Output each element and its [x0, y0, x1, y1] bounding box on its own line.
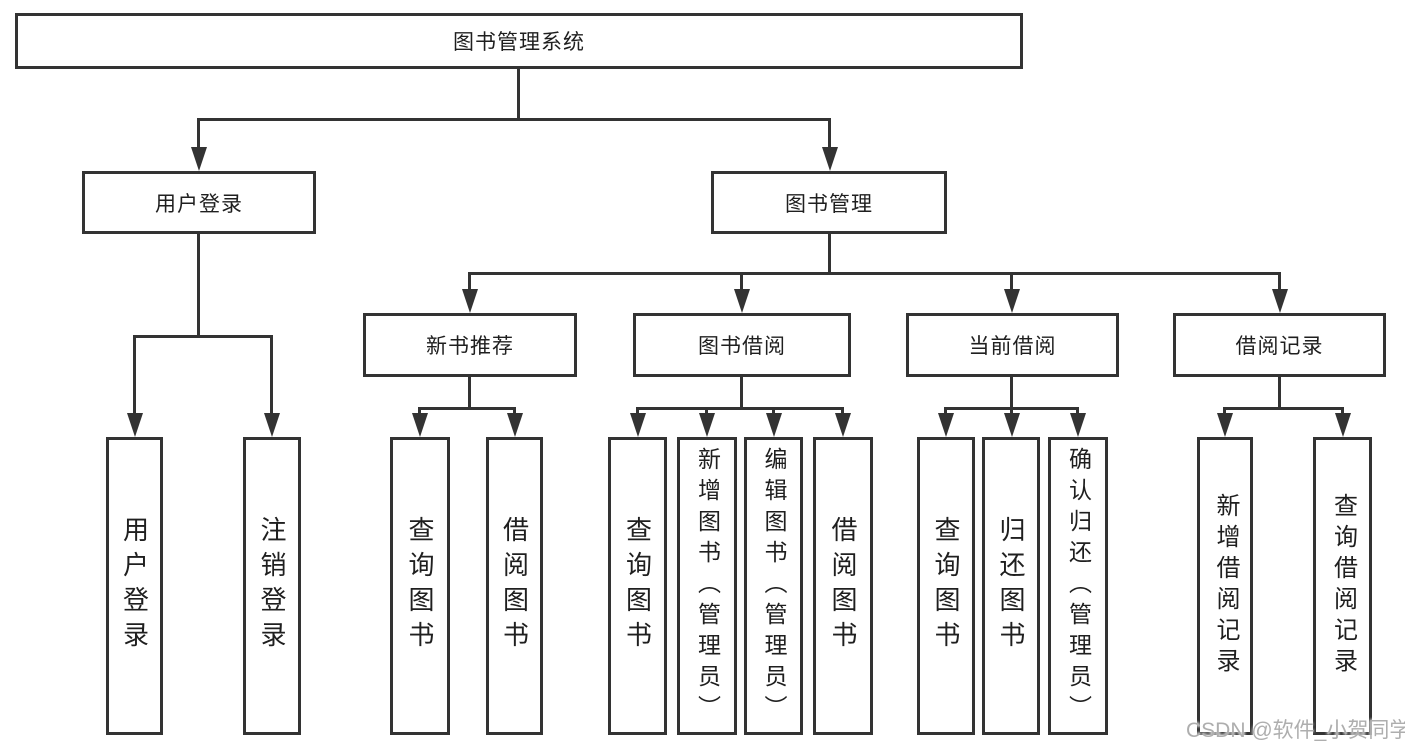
arrow-borrow-record-child-2 — [1341, 407, 1344, 413]
node-new-book: 新书推荐 — [363, 313, 577, 377]
arrow-to-book-mgmt — [828, 118, 831, 147]
arrow-current-borrow-child-3 — [1076, 407, 1079, 413]
leaf-query-book-borrow-label: 查询图书 — [622, 516, 653, 656]
leaf-borrow-book-newbook: 借阅图书 — [486, 437, 543, 735]
connector-borrow-record-stem — [1278, 377, 1281, 409]
connector-root-stem — [517, 68, 520, 120]
leaf-query-book-newbook: 查询图书 — [390, 437, 450, 735]
leaf-edit-book-admin-label: 编辑图书（管理员） — [761, 446, 787, 726]
leaf-borrow-book-newbook-label: 借阅图书 — [499, 516, 530, 656]
node-root-label: 图书管理系统 — [453, 31, 585, 54]
arrow-book-borrow-child-1 — [636, 407, 639, 413]
connector-book-borrow-stem — [740, 377, 743, 409]
node-book-borrow-label: 图书借阅 — [698, 335, 786, 358]
leaf-confirm-return-admin-label: 确认归还（管理员） — [1065, 446, 1092, 726]
leaf-query-book-newbook-label: 查询图书 — [405, 516, 435, 656]
node-current-borrow: 当前借阅 — [906, 313, 1119, 377]
leaf-borrow-book-borrow-label: 借阅图书 — [828, 516, 858, 656]
connector-user-login-stem — [197, 234, 200, 337]
connector-book-mgmt-bar — [468, 272, 1281, 275]
leaf-add-book-admin: 新增图书（管理员） — [677, 437, 737, 735]
connector-current-borrow-stem — [1010, 377, 1013, 409]
leaf-confirm-return-admin: 确认归还（管理员） — [1048, 437, 1108, 735]
connector-root-bar — [197, 118, 831, 121]
connector-user-login-bar — [133, 335, 273, 338]
arrow-to-book-borrow — [740, 272, 743, 289]
node-new-book-label: 新书推荐 — [426, 335, 514, 358]
arrow-book-borrow-child-4 — [841, 407, 844, 413]
connector-borrow-record-bar — [1223, 407, 1343, 410]
arrow-new-book-child-2 — [513, 407, 516, 413]
arrow-book-borrow-child-2 — [705, 407, 708, 413]
arrow-current-borrow-child-1 — [944, 407, 947, 413]
node-book-mgmt: 图书管理 — [711, 171, 947, 234]
leaf-user-login: 用户登录 — [106, 437, 163, 735]
leaf-borrow-book-borrow: 借阅图书 — [813, 437, 873, 735]
arrow-to-leaf-logout — [270, 335, 273, 413]
leaf-add-book-admin-label: 新增图书（管理员） — [694, 446, 721, 726]
node-book-borrow: 图书借阅 — [633, 313, 851, 377]
arrow-new-book-child-1 — [418, 407, 421, 413]
leaf-logout-label: 注销登录 — [257, 516, 287, 656]
arrow-to-new-book — [468, 272, 471, 289]
leaf-return-book-label: 归还图书 — [996, 516, 1026, 656]
leaf-return-book: 归还图书 — [982, 437, 1040, 735]
node-borrow-record: 借阅记录 — [1173, 313, 1386, 377]
arrow-borrow-record-child-1 — [1223, 407, 1226, 413]
leaf-query-book-current: 查询图书 — [917, 437, 975, 735]
arrow-to-current-borrow — [1010, 272, 1013, 289]
leaf-query-book-borrow: 查询图书 — [608, 437, 667, 735]
leaf-edit-book-admin: 编辑图书（管理员） — [744, 437, 803, 735]
connector-new-book-stem — [468, 377, 471, 409]
arrow-book-borrow-child-3 — [772, 407, 775, 413]
node-user-login-label: 用户登录 — [155, 192, 243, 216]
connector-book-borrow-bar — [636, 407, 844, 410]
node-user-login: 用户登录 — [82, 171, 316, 234]
arrow-current-borrow-child-2 — [1010, 407, 1013, 413]
node-current-borrow-label: 当前借阅 — [968, 335, 1057, 358]
arrow-to-user-login — [197, 118, 200, 147]
node-book-mgmt-label: 图书管理 — [785, 192, 873, 216]
leaf-logout: 注销登录 — [243, 437, 301, 735]
node-borrow-record-label: 借阅记录 — [1235, 335, 1324, 358]
leaf-user-login-label: 用户登录 — [119, 516, 150, 656]
leaf-add-borrow-record: 新增借阅记录 — [1197, 437, 1253, 735]
csdn-watermark: CSDN @软件_小贺同学 — [1186, 719, 1405, 742]
node-root: 图书管理系统 — [15, 13, 1023, 69]
arrow-to-leaf-user-login — [133, 335, 136, 413]
leaf-query-borrow-record: 查询借阅记录 — [1313, 437, 1372, 735]
leaf-add-borrow-record-label: 新增借阅记录 — [1212, 493, 1239, 679]
leaf-query-book-current-label: 查询图书 — [931, 516, 961, 656]
connector-new-book-bar — [418, 407, 516, 410]
leaf-query-borrow-record-label: 查询借阅记录 — [1329, 493, 1357, 679]
arrow-to-borrow-record — [1278, 272, 1281, 289]
connector-book-mgmt-stem — [828, 234, 831, 275]
